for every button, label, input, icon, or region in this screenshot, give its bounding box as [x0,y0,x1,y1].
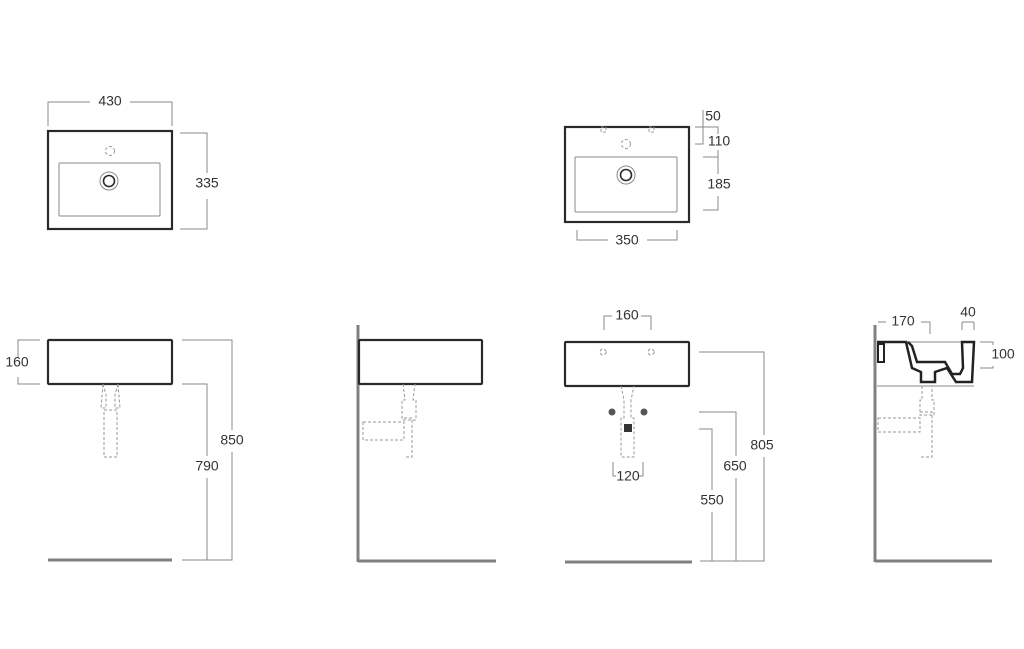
dim-hole-spacing: 160 [615,307,639,323]
bolt-icon [640,408,648,416]
basin-outline [357,338,484,386]
bolt-icon [608,408,616,416]
dim-waste-height: 550 [700,492,724,508]
dim-hole-offset: 50 [705,108,721,124]
dim-top-height: 850 [220,432,244,448]
section-view: 170 40 100 [873,304,1015,563]
bowl-outline [58,162,161,217]
drain-icon [616,165,636,185]
dim-bowl-width: 350 [615,232,639,248]
dim-height: 160 [5,354,29,370]
plan-view-1: 430 335 [46,93,219,231]
plan-view-2: 50 110 185 350 [563,108,731,248]
dim-top-height: 805 [750,437,774,453]
dim-bowl-depth: 100 [991,346,1015,362]
waste-outlet [624,424,632,432]
basin-outline [46,338,174,386]
basin-outline [563,125,691,224]
tap-hole [105,146,115,156]
drain-icon [99,171,119,191]
side-view-wall [356,325,496,563]
dim-bolt-spacing: 120 [616,468,640,484]
dim-depth: 335 [195,175,219,191]
dim-depth-to-center: 170 [891,313,915,329]
dim-rim: 40 [960,304,976,320]
front-view-2: 160 120 805 650 550 [563,307,774,564]
front-view-1: 160 850 790 [5,338,244,562]
dim-bolt-height: 650 [723,458,747,474]
dim-width: 430 [98,93,122,109]
basin-outline [563,340,691,388]
dim-bowl-depth: 185 [707,176,731,192]
basin-outline [46,129,174,231]
dim-tap-to-bowl: 110 [708,133,731,149]
dim-bottom-height: 790 [195,458,219,474]
